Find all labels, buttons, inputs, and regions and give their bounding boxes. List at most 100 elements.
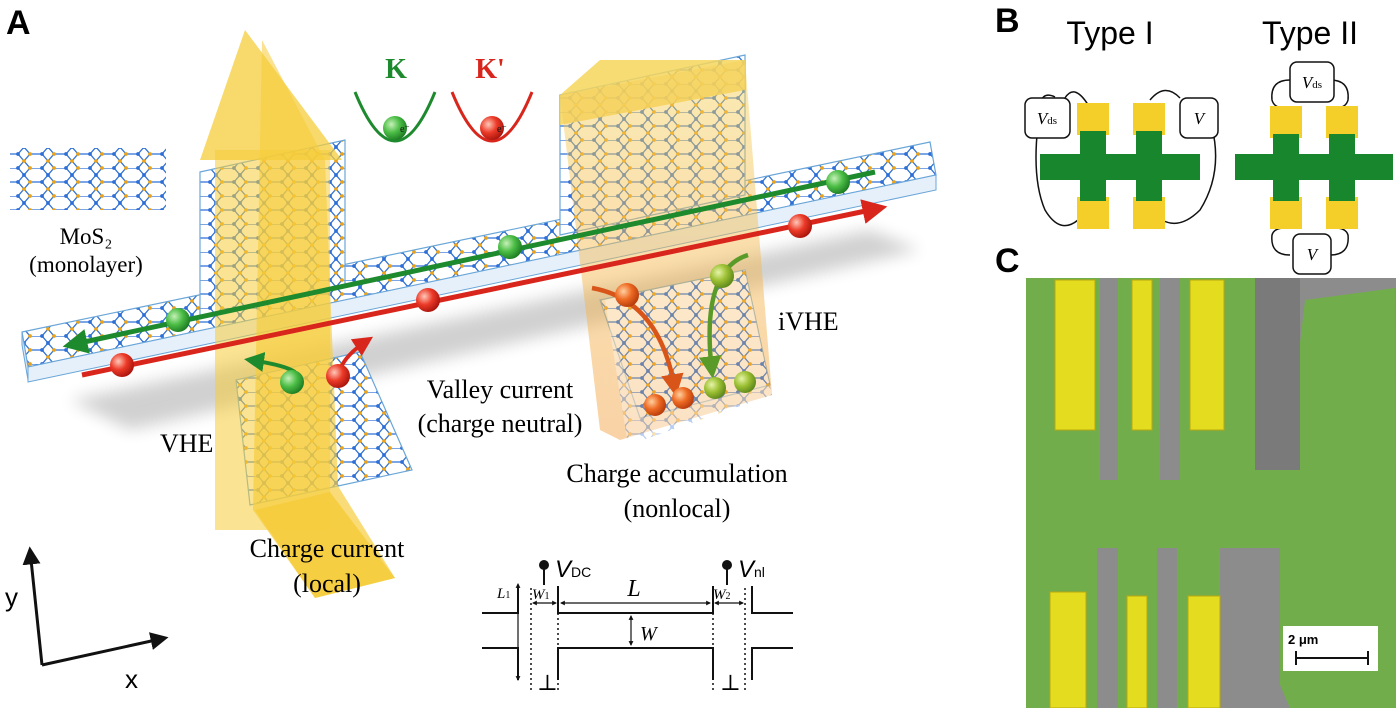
type1-v-label: V (1194, 109, 1207, 128)
valley-current-line1: Valley current (427, 375, 574, 404)
nonlocal-orange-arrow (591, 285, 684, 397)
x-axis-arrow (41, 632, 169, 667)
type2-contact-bl (1270, 197, 1302, 229)
micrograph-contact-top-3 (1189, 279, 1225, 431)
valley-kprime-electron (480, 116, 504, 140)
xy-axes: y x (5, 546, 169, 694)
schematic-bottom-edge (482, 647, 793, 680)
valley-k-electron (383, 116, 407, 140)
type2-vds-box (1289, 61, 1335, 103)
green-valley-current-arrow (62, 169, 876, 354)
y-axis-label: y (5, 582, 18, 612)
accumulated-electrons (644, 371, 756, 416)
valley-current-line2: (charge neutral) (418, 409, 583, 438)
micrograph-contact-bottom-2 (1126, 595, 1148, 708)
type2-device: Vds V (1235, 61, 1393, 275)
valley-k-band (353, 91, 437, 143)
type2-v-wire-right (1329, 227, 1349, 256)
type2-arm-left (1273, 134, 1299, 201)
red-valley-current-arrow (81, 199, 888, 378)
ground-right-symbol: ⊥ (720, 670, 741, 695)
valley-k-label: K (385, 54, 407, 85)
type1-v-wire-top (1149, 89, 1181, 101)
panel-letter-c: C (995, 242, 1020, 280)
type1-vds-label: Vds (1037, 109, 1057, 128)
panel-a: A MoS₂ (monolayer) (5, 4, 937, 695)
panel-letter-b: B (995, 2, 1020, 40)
x-axis-label: x (125, 664, 138, 694)
type2-vds-label: Vds (1302, 73, 1322, 92)
type1-contact-tl (1077, 103, 1109, 135)
micrograph-gap-bottom-2 (1157, 548, 1177, 708)
mos2-lattice-swatch (10, 148, 166, 210)
micrograph-gap-top-dark (1255, 278, 1300, 470)
valley-kprime-label: K' (475, 54, 505, 85)
charge-current-line2: (local) (293, 569, 361, 598)
valley-kprime-band (450, 91, 534, 143)
charge-current-arrowhead (200, 30, 342, 160)
panel-c: C 2 μm (995, 242, 1396, 708)
valley-k-electron-symbol: e⁻ (400, 124, 410, 135)
ivhe-label: iVHE (778, 307, 839, 336)
type1-vds-box (1024, 97, 1071, 139)
vnl-label: Vnl (738, 556, 765, 583)
scale-bar-label: 2 μm (1288, 632, 1318, 647)
l1-label: L1 (496, 586, 510, 602)
type1-contact-br (1133, 197, 1165, 229)
type2-title: Type II (1262, 15, 1358, 51)
type2-vds-wire-left (1271, 79, 1291, 109)
local-red-electron (326, 364, 350, 388)
local-green-electron (280, 370, 304, 394)
micrograph-contact-top-1 (1054, 279, 1096, 431)
w2-label: W2 (713, 587, 731, 603)
y-axis-arrow (22, 546, 44, 666)
valley-bands: e⁻ K e⁻ K' (353, 54, 534, 143)
type1-arm-right (1136, 131, 1162, 201)
nonlocal-schematic: VDC Vnl L1 W1 L W2 W ⊥ ⊥ (482, 556, 793, 695)
nonlocal-olive-arrow (698, 252, 749, 379)
type2-contact-tl (1270, 106, 1302, 138)
type1-contact-tr (1133, 103, 1165, 135)
charge-current-line1: Charge current (250, 534, 406, 563)
type2-arm-right (1329, 134, 1355, 201)
micrograph-contact-bottom-1 (1049, 591, 1087, 708)
type1-v-wire-right (1161, 119, 1217, 225)
nonlocal-olive-electron-a (710, 264, 734, 288)
type2-contact-br (1326, 197, 1358, 229)
material-formula-label: MoS₂ (60, 224, 113, 249)
micrograph-contact-bottom-3 (1187, 595, 1221, 708)
type2-v-wire-left (1271, 227, 1291, 256)
type1-title: Type I (1066, 15, 1153, 51)
w1-label: W1 (532, 587, 550, 603)
panel-letter-a: A (6, 4, 31, 42)
type2-v-box (1292, 233, 1332, 275)
charge-current-shaft (215, 150, 330, 530)
type1-arm-left (1080, 131, 1106, 201)
scale-bar-background (1283, 626, 1378, 671)
charge-accumulation-line2: (nonlocal) (624, 494, 731, 523)
vdc-label: VDC (555, 556, 591, 583)
micrograph-gap-bottom-3 (1220, 548, 1280, 708)
type1-channel (1040, 154, 1200, 180)
micrograph-gap-top-1 (1100, 278, 1118, 480)
valley-kprime-electron-symbol: e⁻ (497, 124, 507, 135)
w-label: W (640, 623, 659, 645)
type1-v-box (1179, 97, 1219, 139)
charge-accumulation-line1: Charge accumulation (566, 459, 787, 488)
ground-left-symbol: ⊥ (537, 670, 558, 695)
vhe-label: VHE (160, 429, 213, 458)
type1-contact-bl (1077, 197, 1109, 229)
vnl-probe-dot (722, 560, 732, 570)
type1-device: Vds V (1024, 89, 1219, 229)
type2-contact-tr (1326, 106, 1358, 138)
channel-electrons (110, 170, 850, 377)
type2-channel (1235, 154, 1393, 180)
nonlocal-orange-electron-a (615, 283, 639, 307)
micrograph (1026, 278, 1396, 708)
l-label: L (626, 576, 640, 602)
panel-b: B Type I Type II Vds V (995, 2, 1393, 275)
type2-v-label: V (1307, 245, 1320, 264)
vdc-probe-dot (539, 560, 549, 570)
material-form-label: (monolayer) (29, 252, 143, 277)
